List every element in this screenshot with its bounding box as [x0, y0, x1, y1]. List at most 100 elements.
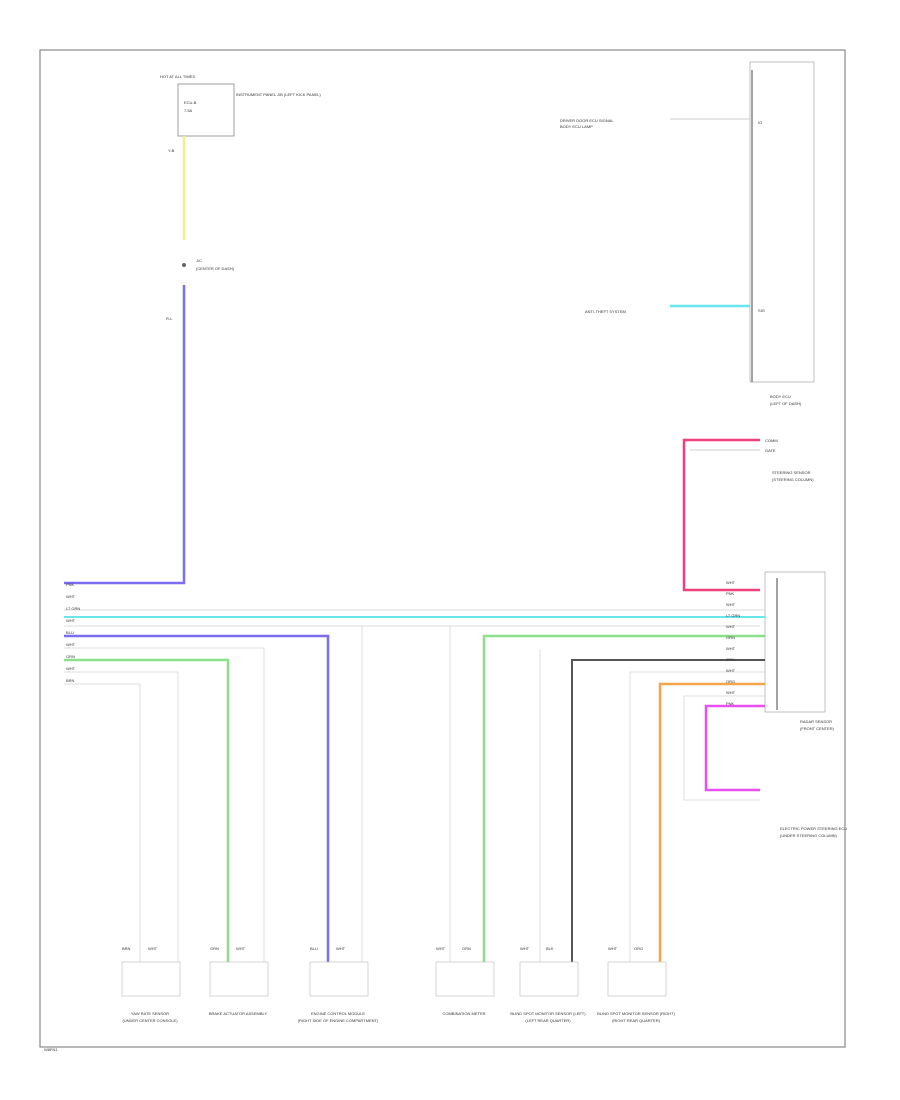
left-wire-label: BRN — [66, 678, 75, 683]
right-wire-label: LT GRN — [726, 613, 740, 618]
bottom-right-label: ELECTRIC POWER STEERING ECU — [780, 826, 847, 831]
left-wire-label: WHT — [66, 642, 76, 647]
wire-gray-right — [571, 659, 765, 962]
wire-magenta — [704, 704, 765, 792]
left-wire-label: LT GRN — [66, 606, 80, 611]
connector-wire-2: ORG — [634, 946, 643, 951]
steer-pin-a: COMM — [765, 438, 778, 443]
right-wire-label: WHT — [726, 580, 736, 585]
left-wire-label: BLU — [66, 630, 74, 635]
wire-harness-light5 — [64, 683, 141, 962]
connector-wire-2: WHT — [336, 946, 346, 951]
steer-pin-b: GATE — [765, 448, 776, 453]
connector-sub: (RIGHT SIDE OF ENGINE COMPARTMENT) — [298, 1018, 379, 1023]
connector-box — [607, 961, 667, 997]
connector-sub: (RIGHT REAR QUARTER) — [612, 1018, 661, 1023]
wire-green-right — [482, 634, 765, 962]
bottom-connectors: BRN WHT YAW RATE SENSOR (UNDER CENTER CONSO… — [121, 946, 676, 1023]
ecu-pin-top: IG — [758, 120, 762, 125]
right-wire-label: ORG — [726, 679, 735, 684]
connector-wire-1: BRN — [122, 946, 131, 951]
right-wire-label: GRN — [726, 635, 735, 640]
right-wire-labels: WHT PNK WHT LT GRN WHT GRN WHT GRY WHT ORG WHT PNK — [726, 580, 740, 706]
connector-group: WHT GRN COMBINATION METER — [435, 946, 495, 1016]
connector-wire-1: WHT — [608, 946, 618, 951]
hot-at-all-times-label: HOT AT ALL TIMES — [160, 74, 195, 79]
connector-box — [309, 961, 369, 997]
connector-wire-1: GRN — [210, 946, 219, 951]
right-wire-label: PNK — [726, 701, 735, 706]
connector-name: YAW RATE SENSOR — [131, 1011, 169, 1016]
connector-name: ENGINE CONTROL MODULE — [311, 1011, 365, 1016]
wire-harness-green — [64, 658, 230, 962]
wire-harness-light4 — [64, 671, 179, 962]
right-wire-label: WHT — [726, 624, 736, 629]
body-ecu-label: BODY ECU — [770, 394, 791, 399]
connector-box — [435, 961, 495, 997]
ecu-right-connector — [764, 571, 826, 713]
steering-sensor-label: STEERING SENSOR — [772, 470, 811, 475]
driver-door-ecu-signal: DRIVER DOOR ECU SIGNAL — [560, 118, 614, 123]
fuse-box — [177, 83, 235, 137]
anti-theft-system: ANTI-THEFT SYSTEM — [585, 309, 626, 314]
connector-name: BRAKE ACTUATOR ASSEMBLY — [209, 1011, 268, 1016]
body-ecu-connector — [749, 61, 815, 383]
connector-wire-2: GRN — [462, 946, 471, 951]
connector-group: BLU WHT ENGINE CONTROL MODULE (RIGHT SIDE O… — [298, 946, 379, 1023]
left-wire-label: PNK — [66, 582, 75, 587]
diagram-frame — [39, 49, 846, 1048]
connector-name: COMBINATION METER — [442, 1011, 485, 1016]
right-wire-label: WHT — [726, 602, 736, 607]
left-wire-label: WHT — [66, 594, 76, 599]
junction-label: J/C — [196, 258, 202, 263]
connector-wire-1: BLU — [310, 946, 318, 951]
fuse-amp: 7.5A — [184, 108, 193, 113]
radar-sensor-label: RADAR SENSOR — [800, 719, 832, 724]
connector-box — [209, 961, 269, 997]
connector-wire-2: WHT — [236, 946, 246, 951]
right-wire-label: WHT — [726, 668, 736, 673]
right-wire-label: GRY — [726, 657, 735, 662]
connector-box — [519, 961, 579, 997]
connector-wire-1: WHT — [520, 946, 530, 951]
bottom-right-loc: (UNDER STEERING COLUMN) — [780, 833, 838, 838]
fuse-box-label: INSTRUMENT PANEL J/B (LEFT KICK PANEL) — [236, 92, 321, 97]
junction-loc: (CENTER OF DASH) — [196, 266, 235, 271]
wire-orange — [658, 682, 765, 962]
connector-wire-2: BLK — [546, 946, 554, 951]
ecu-pin-low: SIG — [758, 308, 765, 313]
wire-harness-light3 — [64, 647, 265, 962]
connector-group: GRN WHT BRAKE ACTUATOR ASSEMBLY — [209, 946, 269, 1016]
footer-code: W8FN1 — [44, 1047, 58, 1052]
connector-wire-1: WHT — [436, 946, 446, 951]
right-wire-label: WHT — [726, 690, 736, 695]
steering-sensor-loc: (STEERING COLUMN) — [772, 477, 814, 482]
connector-group: WHT BLK BLIND SPOT MONITOR SENSOR (LEFT) (L… — [510, 946, 586, 1023]
body-ecu-loc: (LEFT OF DASH) — [770, 401, 802, 406]
right-wire-label: WHT — [726, 646, 736, 651]
connector-wire-2: WHT — [148, 946, 158, 951]
connector-box — [121, 961, 181, 997]
junction-dot — [182, 263, 186, 267]
wire-label-top: Y-B — [168, 148, 175, 153]
wire-label-mid: R-L — [166, 316, 173, 321]
wire-red — [682, 438, 760, 592]
left-wire-label: GRN — [66, 654, 75, 659]
connector-name: BLIND SPOT MONITOR SENSOR (RIGHT) — [597, 1011, 676, 1016]
fuse-name: ECU-B — [184, 100, 197, 105]
connector-group: WHT ORG BLIND SPOT MONITOR SENSOR (RIGHT) (… — [597, 946, 676, 1023]
left-wire-label: WHT — [66, 618, 76, 623]
wire-light-right2 — [629, 671, 765, 962]
left-wire-labels: PNK WHT LT GRN WHT BLU WHT GRN WHT BRN — [66, 582, 80, 683]
connector-sub: (LEFT REAR QUARTER) — [525, 1018, 571, 1023]
connector-name: BLIND SPOT MONITOR SENSOR (LEFT) — [510, 1011, 586, 1016]
left-wire-label: WHT — [66, 666, 76, 671]
wire-harness-blue — [64, 634, 330, 962]
radar-sensor-loc: (FRONT CENTER) — [800, 726, 835, 731]
connector-group: BRN WHT YAW RATE SENSOR (UNDER CENTER CONSO… — [121, 946, 181, 1023]
connector-sub: (UNDER CENTER CONSOLE) — [122, 1018, 178, 1023]
body-ecu-lamp: BODY ECU LAMP — [560, 124, 593, 129]
wire-blue-main — [64, 285, 186, 585]
right-wire-label: PNK — [726, 591, 735, 596]
